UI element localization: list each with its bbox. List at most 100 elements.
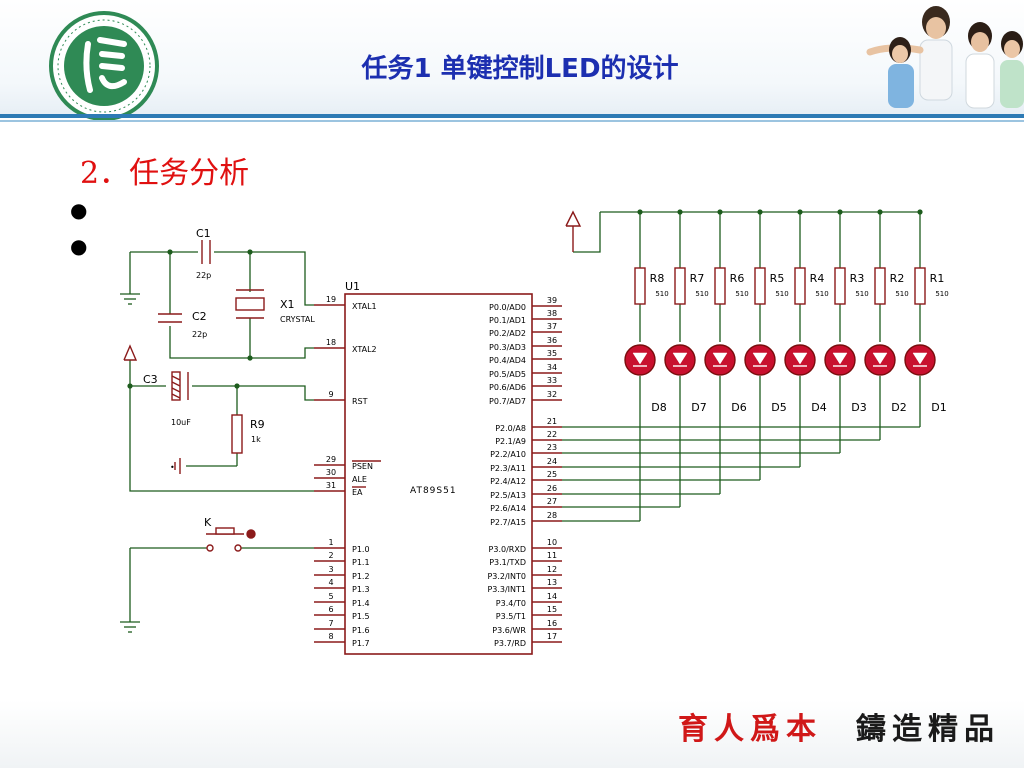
resistor-value-r7: 510 xyxy=(695,290,708,298)
mcu-pin-num-3: 3 xyxy=(328,565,333,574)
junction-dot xyxy=(917,209,923,215)
mcu-pin-name-xtal1: XTAL1 xyxy=(352,302,377,311)
mcu-part: AT89S51 xyxy=(410,486,457,496)
resistor-r1 xyxy=(914,267,926,305)
junction-dot xyxy=(247,355,253,361)
junction-dot xyxy=(837,209,843,215)
mcu-pin-num-2: 2 xyxy=(328,551,333,560)
mcu-pin-num-8: 8 xyxy=(328,632,333,641)
mcu-pin-name-p01ad1: P0.1/AD1 xyxy=(489,316,526,325)
mcu-pin-num-24: 24 xyxy=(547,457,557,466)
rst-wire xyxy=(237,385,314,401)
bullet-1: ● xyxy=(70,198,88,222)
resistor-r4 xyxy=(794,267,806,305)
header-divider xyxy=(0,114,1024,118)
mcu-pin-num-16: 16 xyxy=(547,619,557,628)
mcu-pin-name-p20a8: P2.0/A8 xyxy=(495,424,526,433)
mcu-ref: U1 xyxy=(345,280,360,293)
mcu-pin-name-p22a10: P2.2/A10 xyxy=(490,450,526,459)
mcu-pin-name-p26a14: P2.6/A14 xyxy=(490,504,526,513)
mcu-pin-num-39: 39 xyxy=(547,296,557,305)
resistor-r8 xyxy=(634,267,646,305)
resistor-ref-r4: R4 xyxy=(810,272,825,285)
resistor-r7 xyxy=(674,267,686,305)
mcu-pin-name-p04ad4: P0.4/AD4 xyxy=(489,356,526,365)
section-heading: 2．任务分析 xyxy=(80,156,250,191)
mcu-pin-num-7: 7 xyxy=(328,619,333,628)
resistor-ref-r8: R8 xyxy=(650,272,665,285)
resistor-r6 xyxy=(714,267,726,305)
vcc-wire xyxy=(573,212,601,253)
mcu-pin-name-p15: P1.5 xyxy=(352,612,370,621)
mcu-pin-name-ea: EA xyxy=(352,488,363,497)
mcu-pin-name-p11: P1.1 xyxy=(352,558,370,567)
mcu-pin-num-9: 9 xyxy=(328,390,333,399)
resistor-ref-r1: R1 xyxy=(930,272,945,285)
led-ref-d8: D8 xyxy=(651,401,666,414)
junction-dot xyxy=(167,249,173,255)
x1-ref: X1 xyxy=(280,298,295,311)
mcu-pin-num-1: 1 xyxy=(328,538,333,547)
mcu-pin-name-p30rxd: P3.0/RXD xyxy=(489,545,526,554)
mcu-pin-num-13: 13 xyxy=(547,578,557,587)
mcu-pin-num-29: 29 xyxy=(326,455,336,464)
footer-motto-right: 鑄造精品 xyxy=(856,712,1000,747)
mcu-pin-num-10: 10 xyxy=(547,538,557,547)
mcu-pin-name-p00ad0: P0.0/AD0 xyxy=(489,303,526,312)
led-symbol xyxy=(832,352,848,365)
mcu-pin-name-p02ad2: P0.2/AD2 xyxy=(489,329,526,338)
junction-dot xyxy=(234,383,240,389)
mcu-pin-num-34: 34 xyxy=(547,363,557,372)
footer-bar xyxy=(0,700,1024,768)
resistor-ref-r7: R7 xyxy=(690,272,705,285)
led-symbol xyxy=(672,352,688,365)
led-ref-d3: D3 xyxy=(851,401,866,414)
led-symbol xyxy=(752,352,768,365)
crystal-body xyxy=(235,297,265,311)
resistor-value-r5: 510 xyxy=(775,290,788,298)
junction-dot xyxy=(797,209,803,215)
mcu-pin-name-p05ad5: P0.5/AD5 xyxy=(489,370,526,379)
mcu-pin-num-11: 11 xyxy=(547,551,557,560)
mcu-pin-num-33: 33 xyxy=(547,376,557,385)
mcu-pin-name-p16: P1.6 xyxy=(352,626,370,635)
mcu-pin-name-xtal2: XTAL2 xyxy=(352,345,377,354)
led-ref-d2: D2 xyxy=(891,401,906,414)
mcu-pin-name-p06ad6: P0.6/AD6 xyxy=(489,383,526,392)
mcu-pin-name-p14: P1.4 xyxy=(352,599,370,608)
mcu-pin-num-38: 38 xyxy=(547,309,557,318)
ea-wire xyxy=(129,386,314,492)
mcu-pin-name-psen: PSEN xyxy=(352,462,373,471)
mcu-pin-num-6: 6 xyxy=(328,605,333,614)
resistor-value-r1: 510 xyxy=(935,290,948,298)
mcu-pin-name-p31txd: P3.1/TXD xyxy=(489,558,526,567)
c3-value: 10uF xyxy=(171,418,191,427)
switch-cap xyxy=(215,527,235,535)
school-logo xyxy=(49,11,159,121)
footer-motto-left: 育人爲本 xyxy=(678,712,822,747)
c2-ref: C2 xyxy=(192,310,207,323)
resistor-r9 xyxy=(231,414,243,454)
led-ref-d5: D5 xyxy=(771,401,786,414)
resistor-ref-r5: R5 xyxy=(770,272,785,285)
led-ref-d7: D7 xyxy=(691,401,706,414)
mcu-pin-num-31: 31 xyxy=(326,481,336,490)
mcu-pin-name-rst: RST xyxy=(352,397,368,406)
mcu-pin-name-p35t1: P3.5/T1 xyxy=(496,612,526,621)
mcu-pin-num-37: 37 xyxy=(547,322,557,331)
c2-wire xyxy=(169,326,250,359)
mcu-pin-name-p25a13: P2.5/A13 xyxy=(490,491,526,500)
xtal2-wire xyxy=(250,347,314,359)
led-symbol xyxy=(912,352,928,365)
mcu-pin-num-19: 19 xyxy=(326,295,336,304)
junction-dot xyxy=(717,209,723,215)
junction-dot xyxy=(877,209,883,215)
junction-dot xyxy=(637,209,643,215)
mcu-pin-num-36: 36 xyxy=(547,336,557,345)
mcu-pin-name-p03ad3: P0.3/AD3 xyxy=(489,343,526,352)
mcu-pin-num-21: 21 xyxy=(547,417,557,426)
header-divider-thin xyxy=(0,120,1024,122)
resistor-value-r6: 510 xyxy=(735,290,748,298)
mcu-pin-num-27: 27 xyxy=(547,497,557,506)
